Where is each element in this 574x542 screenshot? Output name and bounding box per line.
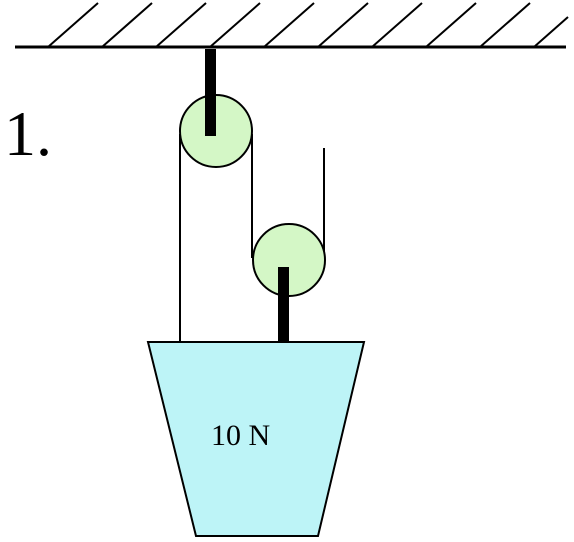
load-label: 10 N (211, 419, 270, 452)
upper-pulley-axle-rod (205, 49, 216, 136)
ceiling-hatching (47, 2, 569, 48)
problem-number: 1. (4, 98, 52, 169)
lower-pulley-axle-rod (278, 267, 289, 343)
ropes (179, 134, 325, 342)
bucket (146, 341, 366, 537)
